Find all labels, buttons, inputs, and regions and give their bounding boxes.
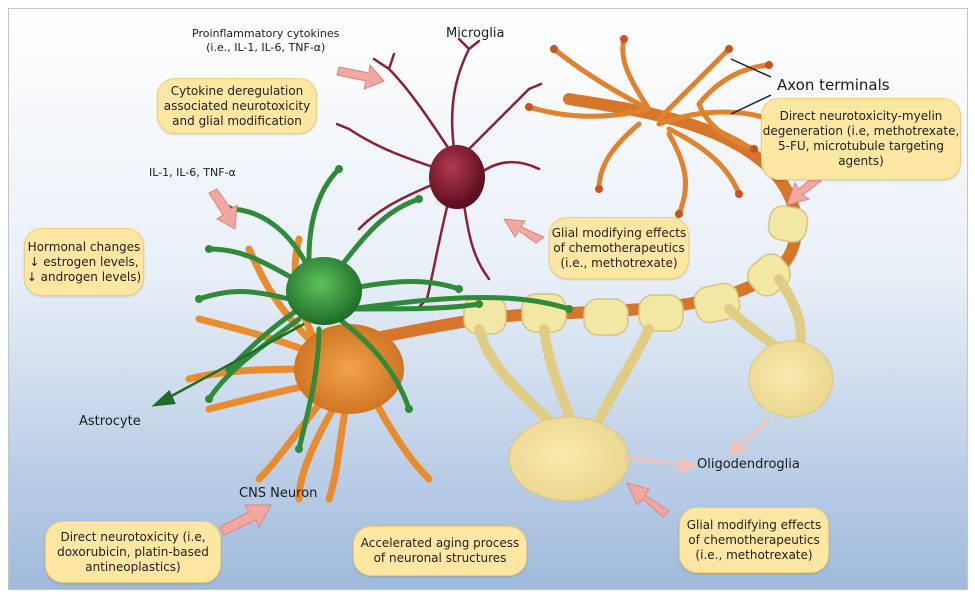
proinflammatory-line1: Proinflammatory cytokines [192,27,339,41]
callout-line: Hormonal changes [28,240,141,255]
callout-line: doxorubicin, platin-based [57,545,209,560]
astrocyte-label: Astrocyte [79,414,141,429]
callout-line: associated neurotoxicity [164,99,310,114]
oligodendrocyte-2 [749,341,833,417]
callout-line: degeneration (i.e, methotrexate, [763,124,960,139]
callout-line: Direct neurotoxicity (i.e, [60,530,205,545]
il-cytokines-label: IL-1, IL-6, TNF-α [149,166,236,180]
astrocyte-soma [286,257,362,325]
callout-line: of chemotherapeutics [688,533,819,548]
callout-line: Glial modifying effects [552,226,687,241]
microglia-label: Microglia [446,26,504,41]
callout-line: of neuronal structures [374,551,507,566]
oligodendrocyte-1 [509,417,629,501]
callout-line: antineoplastics) [85,560,180,575]
callout-line: ↓ estrogen levels, [29,255,138,270]
proinflammatory-label: Proinflammatory cytokines (i.e., IL-1, I… [192,27,339,55]
diagram-frame: Proinflammatory cytokines (i.e., IL-1, I… [8,8,968,590]
callout-line: Cytokine deregulation [171,84,304,99]
callout-line: and glial modification [172,114,302,129]
callout-glial-modifying-top: Glial modifying effects of chemotherapeu… [549,217,689,279]
callout-line: Glial modifying effects [687,518,822,533]
microglia-soma [429,145,485,209]
cns-neuron-label: CNS Neuron [239,486,317,501]
callout-line: ↓ androgen levels) [27,270,141,285]
callout-line: (i.e., methotrexate) [695,548,812,563]
callout-line: 5-FU, microtubule targeting [778,139,944,154]
axon-terminals-label: Axon terminals [777,76,890,94]
illustration [9,9,967,589]
callout-line: agents) [838,154,884,169]
callout-cytokine-deregulation: Cytokine deregulation associated neuroto… [157,78,317,134]
callout-direct-neurotoxicity: Direct neurotoxicity (i.e, doxorubicin, … [45,521,221,583]
callout-line: (i.e., methotrexate) [560,256,677,271]
callout-line: Accelerated aging process [361,536,520,551]
oligodendroglia-label: Oligodendroglia [697,457,800,472]
proinflammatory-line2: (i.e., IL-1, IL-6, TNF-α) [192,41,339,55]
callout-line: of chemotherapeutics [553,241,684,256]
callout-glial-modifying-bottom: Glial modifying effects of chemotherapeu… [679,507,829,573]
callout-line: Direct neurotoxicity-myelin [780,109,943,124]
callout-accelerated-aging: Accelerated aging process of neuronal st… [353,526,527,576]
callout-myelin-degeneration: Direct neurotoxicity-myelin degeneration… [761,98,961,180]
callout-hormonal-changes: Hormonal changes ↓ estrogen levels, ↓ an… [24,228,144,296]
